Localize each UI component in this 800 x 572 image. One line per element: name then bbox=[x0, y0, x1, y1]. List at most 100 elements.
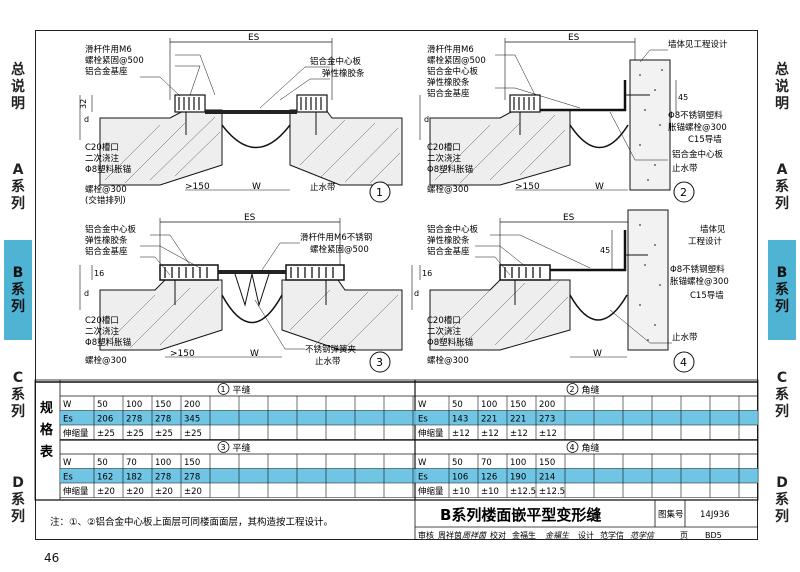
d1-gt150: >150 bbox=[185, 182, 210, 192]
spec-title-num: 2 bbox=[570, 385, 575, 394]
spec-title-circle bbox=[217, 383, 230, 395]
spec-cell: 126 bbox=[481, 473, 497, 483]
d3-label: C20槽口 bbox=[85, 315, 119, 326]
sign-cell: 校对 bbox=[490, 530, 506, 540]
spec-cell: 278 bbox=[155, 473, 171, 483]
spec-cell: 70 bbox=[126, 458, 137, 468]
d1-label: 止水带 bbox=[310, 182, 336, 193]
d1-label: 螺栓紧固@500 bbox=[85, 55, 144, 66]
d1-number: 1 bbox=[376, 186, 383, 199]
spec-cell: ±10 bbox=[481, 487, 499, 497]
d2-w: W bbox=[595, 182, 604, 192]
spec-cell: ±12.5 bbox=[539, 487, 565, 497]
spec-cell: ±25 bbox=[184, 429, 202, 439]
spec-cell: 278 bbox=[155, 415, 171, 425]
sign-cell: 审核 bbox=[418, 530, 434, 540]
d1-label: 螺栓@300 bbox=[85, 184, 127, 195]
d2-label: 铝合金中心板 bbox=[427, 66, 479, 77]
detail-1: ES 32 d >150 bbox=[79, 33, 403, 206]
spec-cell: 50 bbox=[97, 400, 108, 410]
d1-w: W bbox=[252, 182, 261, 192]
spec-title-num: 4 bbox=[570, 443, 575, 452]
spec-cell: ±12 bbox=[452, 429, 470, 439]
d4-w: W bbox=[593, 349, 602, 359]
spec-row-head: 伸缩量 bbox=[63, 486, 89, 497]
d3-number: 3 bbox=[376, 356, 383, 369]
sign-cell: 周祥茵 bbox=[438, 530, 462, 540]
d1-label: 铝合金基座 bbox=[85, 66, 128, 77]
drawing-frame bbox=[35, 30, 758, 540]
d1-label: Φ8塑料胀锚 bbox=[85, 164, 132, 175]
spec-cell: 150 bbox=[184, 458, 200, 468]
spec-cell: ±10 bbox=[452, 487, 470, 497]
spec-cell: 100 bbox=[126, 400, 142, 410]
spec-row-head: 伸缩量 bbox=[418, 428, 444, 439]
side-tab[interactable]: 总说明 bbox=[775, 62, 789, 112]
d1-es: ES bbox=[248, 33, 260, 43]
spec-title-circle bbox=[566, 441, 579, 453]
d2-dim-45: 45 bbox=[678, 93, 688, 102]
sign-cell: 金福生 bbox=[512, 530, 536, 540]
spec-title: 平缝 bbox=[233, 384, 251, 396]
spec-cell: 100 bbox=[510, 458, 526, 468]
sign-cell: BD5 bbox=[705, 531, 722, 540]
d4-label: C15导墙 bbox=[690, 290, 724, 301]
d3-label: 不锈钢弹簧夹 bbox=[305, 344, 357, 355]
spec-cell: 190 bbox=[510, 473, 526, 483]
d4-label: 二次浇注 bbox=[427, 326, 462, 337]
side-tab[interactable]: 总说明 bbox=[11, 62, 25, 112]
sign-cell: 范学信 bbox=[630, 531, 655, 540]
spec-cell: ±12 bbox=[510, 429, 528, 439]
spec-cell: ±20 bbox=[97, 487, 115, 497]
atlas-value: 14J936 bbox=[700, 510, 730, 520]
d2-label: 胀锚螺栓@300 bbox=[668, 122, 727, 133]
spec-cell: 221 bbox=[481, 415, 497, 425]
d3-label: Φ8塑料胀锚 bbox=[85, 337, 132, 348]
d2-label: 弹性橡胶条 bbox=[427, 77, 470, 88]
d4-dim-d: d bbox=[414, 289, 419, 298]
spec-cell: 70 bbox=[481, 458, 492, 468]
d4-number: 4 bbox=[680, 356, 687, 369]
spec-title: 角缝 bbox=[582, 442, 600, 454]
spec-cell: ±20 bbox=[184, 487, 202, 497]
d3-es: ES bbox=[244, 213, 256, 223]
d2-label: 二次浇注 bbox=[427, 153, 462, 164]
d2-label: Φ8塑料胀锚 bbox=[427, 164, 474, 175]
d4-dim-45: 45 bbox=[600, 246, 610, 255]
d1-dim-32: 32 bbox=[79, 99, 88, 109]
d2-label: 螺栓紧固@500 bbox=[427, 55, 486, 66]
spec-cell: ±12 bbox=[539, 429, 557, 439]
spec-row-head: W bbox=[418, 458, 427, 468]
spec-cell: ±25 bbox=[97, 429, 115, 439]
d4-label: 胀锚螺栓@300 bbox=[670, 276, 729, 287]
atlas-label: 图集号 bbox=[658, 509, 684, 520]
spec-cell: ±12.5 bbox=[510, 487, 536, 497]
d2-label: 滑杆件用M6 bbox=[427, 44, 474, 55]
spec-cell: 278 bbox=[184, 473, 200, 483]
d4-label: Φ8塑料胀锚 bbox=[427, 337, 474, 348]
spec-cell: 150 bbox=[510, 400, 526, 410]
d2-gt150: >150 bbox=[515, 182, 540, 192]
d2-label: 铝合金基座 bbox=[427, 88, 470, 99]
spec-cell: 162 bbox=[97, 473, 113, 483]
spec-row-head: Es bbox=[63, 415, 73, 425]
d3-label: 滑杆件用M6不锈钢 bbox=[300, 232, 372, 243]
spec-cell: 50 bbox=[452, 458, 463, 468]
d2-label: 螺栓@300 bbox=[427, 184, 469, 195]
d3-dim-16: 16 bbox=[94, 269, 104, 278]
spec-cell: ±20 bbox=[155, 487, 173, 497]
d3-w: W bbox=[250, 349, 259, 359]
spec-cell: 150 bbox=[155, 400, 171, 410]
spec-row-head: Es bbox=[418, 473, 428, 483]
spec-row-head: Es bbox=[63, 473, 73, 483]
d4-label: 铝合金中心板 bbox=[427, 224, 479, 235]
